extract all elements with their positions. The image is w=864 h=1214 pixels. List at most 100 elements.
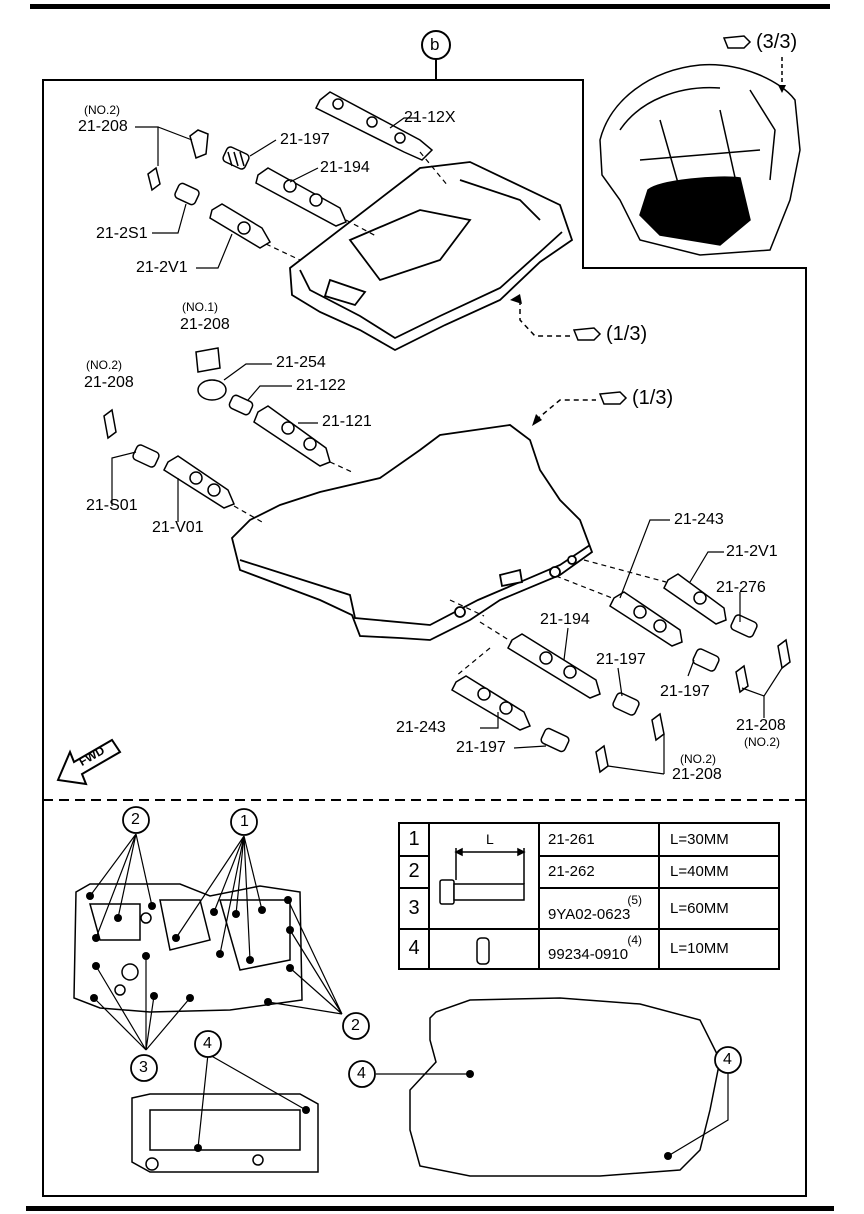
part-label: 21-121 <box>322 413 372 430</box>
pin-picture-cell <box>428 927 540 971</box>
callout-b-label: b <box>430 35 440 54</box>
part-note: (NO.2) <box>86 358 122 372</box>
part-number: (4)99234-0910 <box>538 927 660 971</box>
part-note: (NO.2) <box>680 752 716 766</box>
ref-3-3-arrow <box>778 85 786 93</box>
spring-21-276 <box>730 614 758 638</box>
ref-1-3-arrow-b <box>532 414 542 426</box>
callout-2-label: 2 <box>131 811 140 828</box>
bolt-picture-cell <box>428 822 540 930</box>
part-label: 21-208 <box>84 374 134 391</box>
row-number: 3 <box>398 887 430 930</box>
gasket-outline <box>409 997 721 1177</box>
callout-dots <box>86 892 672 1160</box>
spring-21-2S1 <box>174 182 200 206</box>
valve-spool-21-194-a <box>255 167 347 227</box>
spring-21-197-d <box>540 727 570 753</box>
callout-4-label: 4 <box>203 1035 212 1052</box>
table-row: 3 (5)9YA02-0623 L=60MM <box>398 887 780 930</box>
part-label: 21-194 <box>540 611 590 628</box>
part-label: 21-276 <box>716 579 766 596</box>
ref-1-3-arrow-a <box>510 294 522 304</box>
dimension-L-label: L <box>486 831 494 847</box>
valve-spool-21-121 <box>253 405 331 467</box>
ref-1-3-leader-a <box>519 300 570 337</box>
part-label: 21-243 <box>674 511 724 528</box>
lower-valve-body <box>231 424 594 641</box>
callout-circles <box>122 806 742 1088</box>
part-number: 21-261 <box>538 822 660 857</box>
diagram-frame <box>42 79 807 1197</box>
callout-4-label: 4 <box>723 1051 732 1068</box>
length-value: L=60MM <box>658 887 780 930</box>
valve-spool-21-V01 <box>163 455 235 509</box>
fastener-table: 1 21-261 L=30MM 2 21-262 L=40MM 3 (5)9YA… <box>398 822 780 971</box>
ref-1-3-leader-b <box>535 399 596 421</box>
callout-3-label: 3 <box>139 1059 148 1076</box>
callout-2-label: 2 <box>351 1017 360 1034</box>
part-label: 21-197 <box>456 739 506 756</box>
part-label: 21-2S1 <box>96 225 148 242</box>
length-value: L=40MM <box>658 854 780 890</box>
ref-1-3-label-b: (1/3) <box>632 387 674 409</box>
callout-4-label: 4 <box>357 1065 366 1082</box>
part-note: (NO.1) <box>182 300 218 314</box>
upper-valve-body <box>289 161 574 352</box>
part-label: 21-208 <box>180 316 230 333</box>
part-label: 21-S01 <box>86 497 138 514</box>
assembly-dashed-lines <box>233 151 667 677</box>
valve-spool-21-2V1-a <box>209 203 272 249</box>
part-label: 21-208 <box>672 766 722 783</box>
transmission-thumbnail <box>599 63 801 256</box>
part-number: 21-262 <box>538 854 660 890</box>
row-number: 1 <box>398 822 430 857</box>
fwd-arrow-icon <box>56 738 122 786</box>
spring-21-122 <box>228 394 254 416</box>
part-label: 21-208 <box>78 118 128 135</box>
spring-21-197-b <box>692 648 720 672</box>
valve-spool-21-12X <box>314 91 434 161</box>
part-label: 21-197 <box>280 131 330 148</box>
table-row: 1 21-261 L=30MM <box>398 822 780 930</box>
valve-spool-21-243-b <box>451 675 531 731</box>
part-label: 21-197 <box>596 651 646 668</box>
spring-21-S01 <box>132 444 160 468</box>
part-label: 21-243 <box>396 719 446 736</box>
part-label: 21-194 <box>320 159 370 176</box>
part-label: 21-V01 <box>152 519 204 536</box>
part-number: (5)9YA02-0623 <box>538 887 660 930</box>
spring-21-197-c <box>612 692 640 716</box>
part-label: 21-197 <box>660 683 710 700</box>
part-label: 21-12X <box>404 109 456 126</box>
length-value: L=10MM <box>658 927 780 971</box>
top-rule <box>30 4 830 9</box>
part-label: 21-2V1 <box>136 259 188 276</box>
leader-lines <box>111 117 783 775</box>
spring-21-197-a <box>222 146 250 170</box>
valve-spool-21-243-a <box>609 591 683 647</box>
bottom-rule <box>26 1206 834 1211</box>
hand-pointer-icon <box>722 35 752 49</box>
row-number: 4 <box>398 927 430 971</box>
valve-body-bolt-view <box>73 883 303 1013</box>
callout-1-label: 1 <box>240 813 249 830</box>
table-row: 4 (4)99234-0910 L=10MM <box>398 927 780 971</box>
hand-pointer-icon <box>572 327 602 341</box>
part-note: (NO.2) <box>84 103 120 117</box>
plug-21-254 <box>197 379 227 401</box>
valve-spool-21-2V1-b <box>663 573 727 625</box>
part-label: 21-254 <box>276 354 326 371</box>
table-row: 2 21-262 L=40MM <box>398 854 780 890</box>
valve-body-pin-view <box>131 1093 319 1173</box>
row-number: 2 <box>398 854 430 890</box>
part-label: 21-208 <box>736 717 786 734</box>
valve-spool-21-194-b <box>507 633 601 699</box>
ref-3-3-label: (3/3) <box>756 31 798 53</box>
length-value: L=30MM <box>658 822 780 857</box>
callout-lines <box>89 833 729 1157</box>
hand-pointer-icon <box>598 391 628 405</box>
part-label: 21-2V1 <box>726 543 778 560</box>
part-label: 21-122 <box>296 377 346 394</box>
ref-1-3-label-a: (1/3) <box>606 323 648 345</box>
